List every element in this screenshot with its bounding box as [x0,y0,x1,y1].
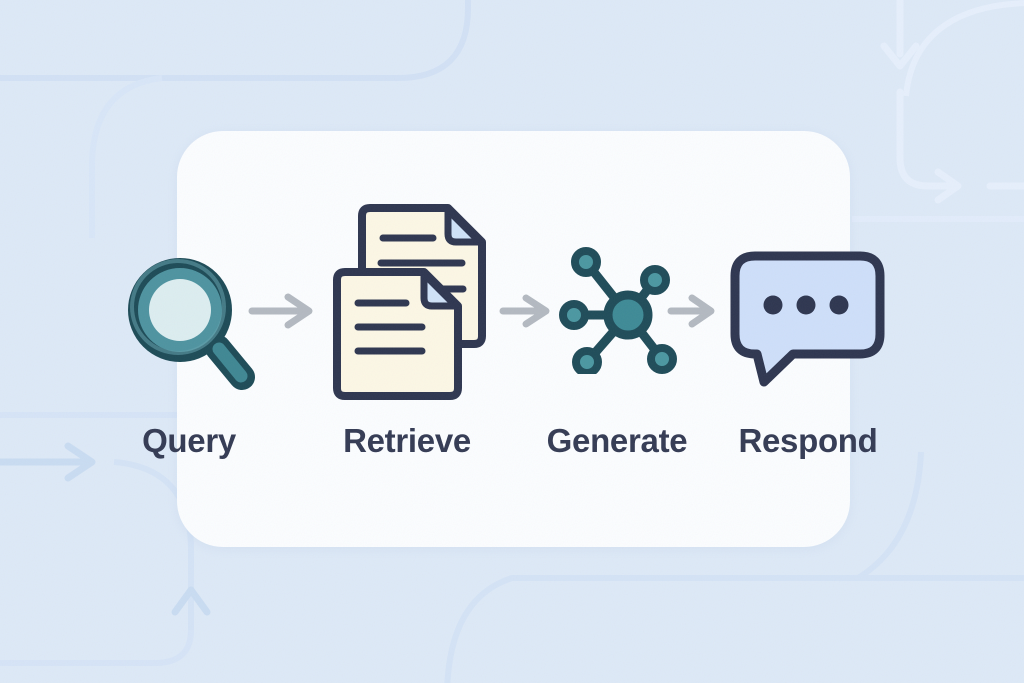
network-icon [559,247,677,374]
magnifier-icon [128,258,255,390]
documents-icon [333,204,486,400]
step-label-generate: Generate [546,422,688,459]
arrow-right-icon [667,294,715,328]
arrow-right-icon [248,293,313,329]
step-label-query: Query [142,422,236,459]
speech-bubble-icon [730,251,885,387]
arrow-right-icon [499,294,550,328]
step-label-respond: Respond [738,422,878,459]
step-label-retrieve: Retrieve [343,422,471,459]
